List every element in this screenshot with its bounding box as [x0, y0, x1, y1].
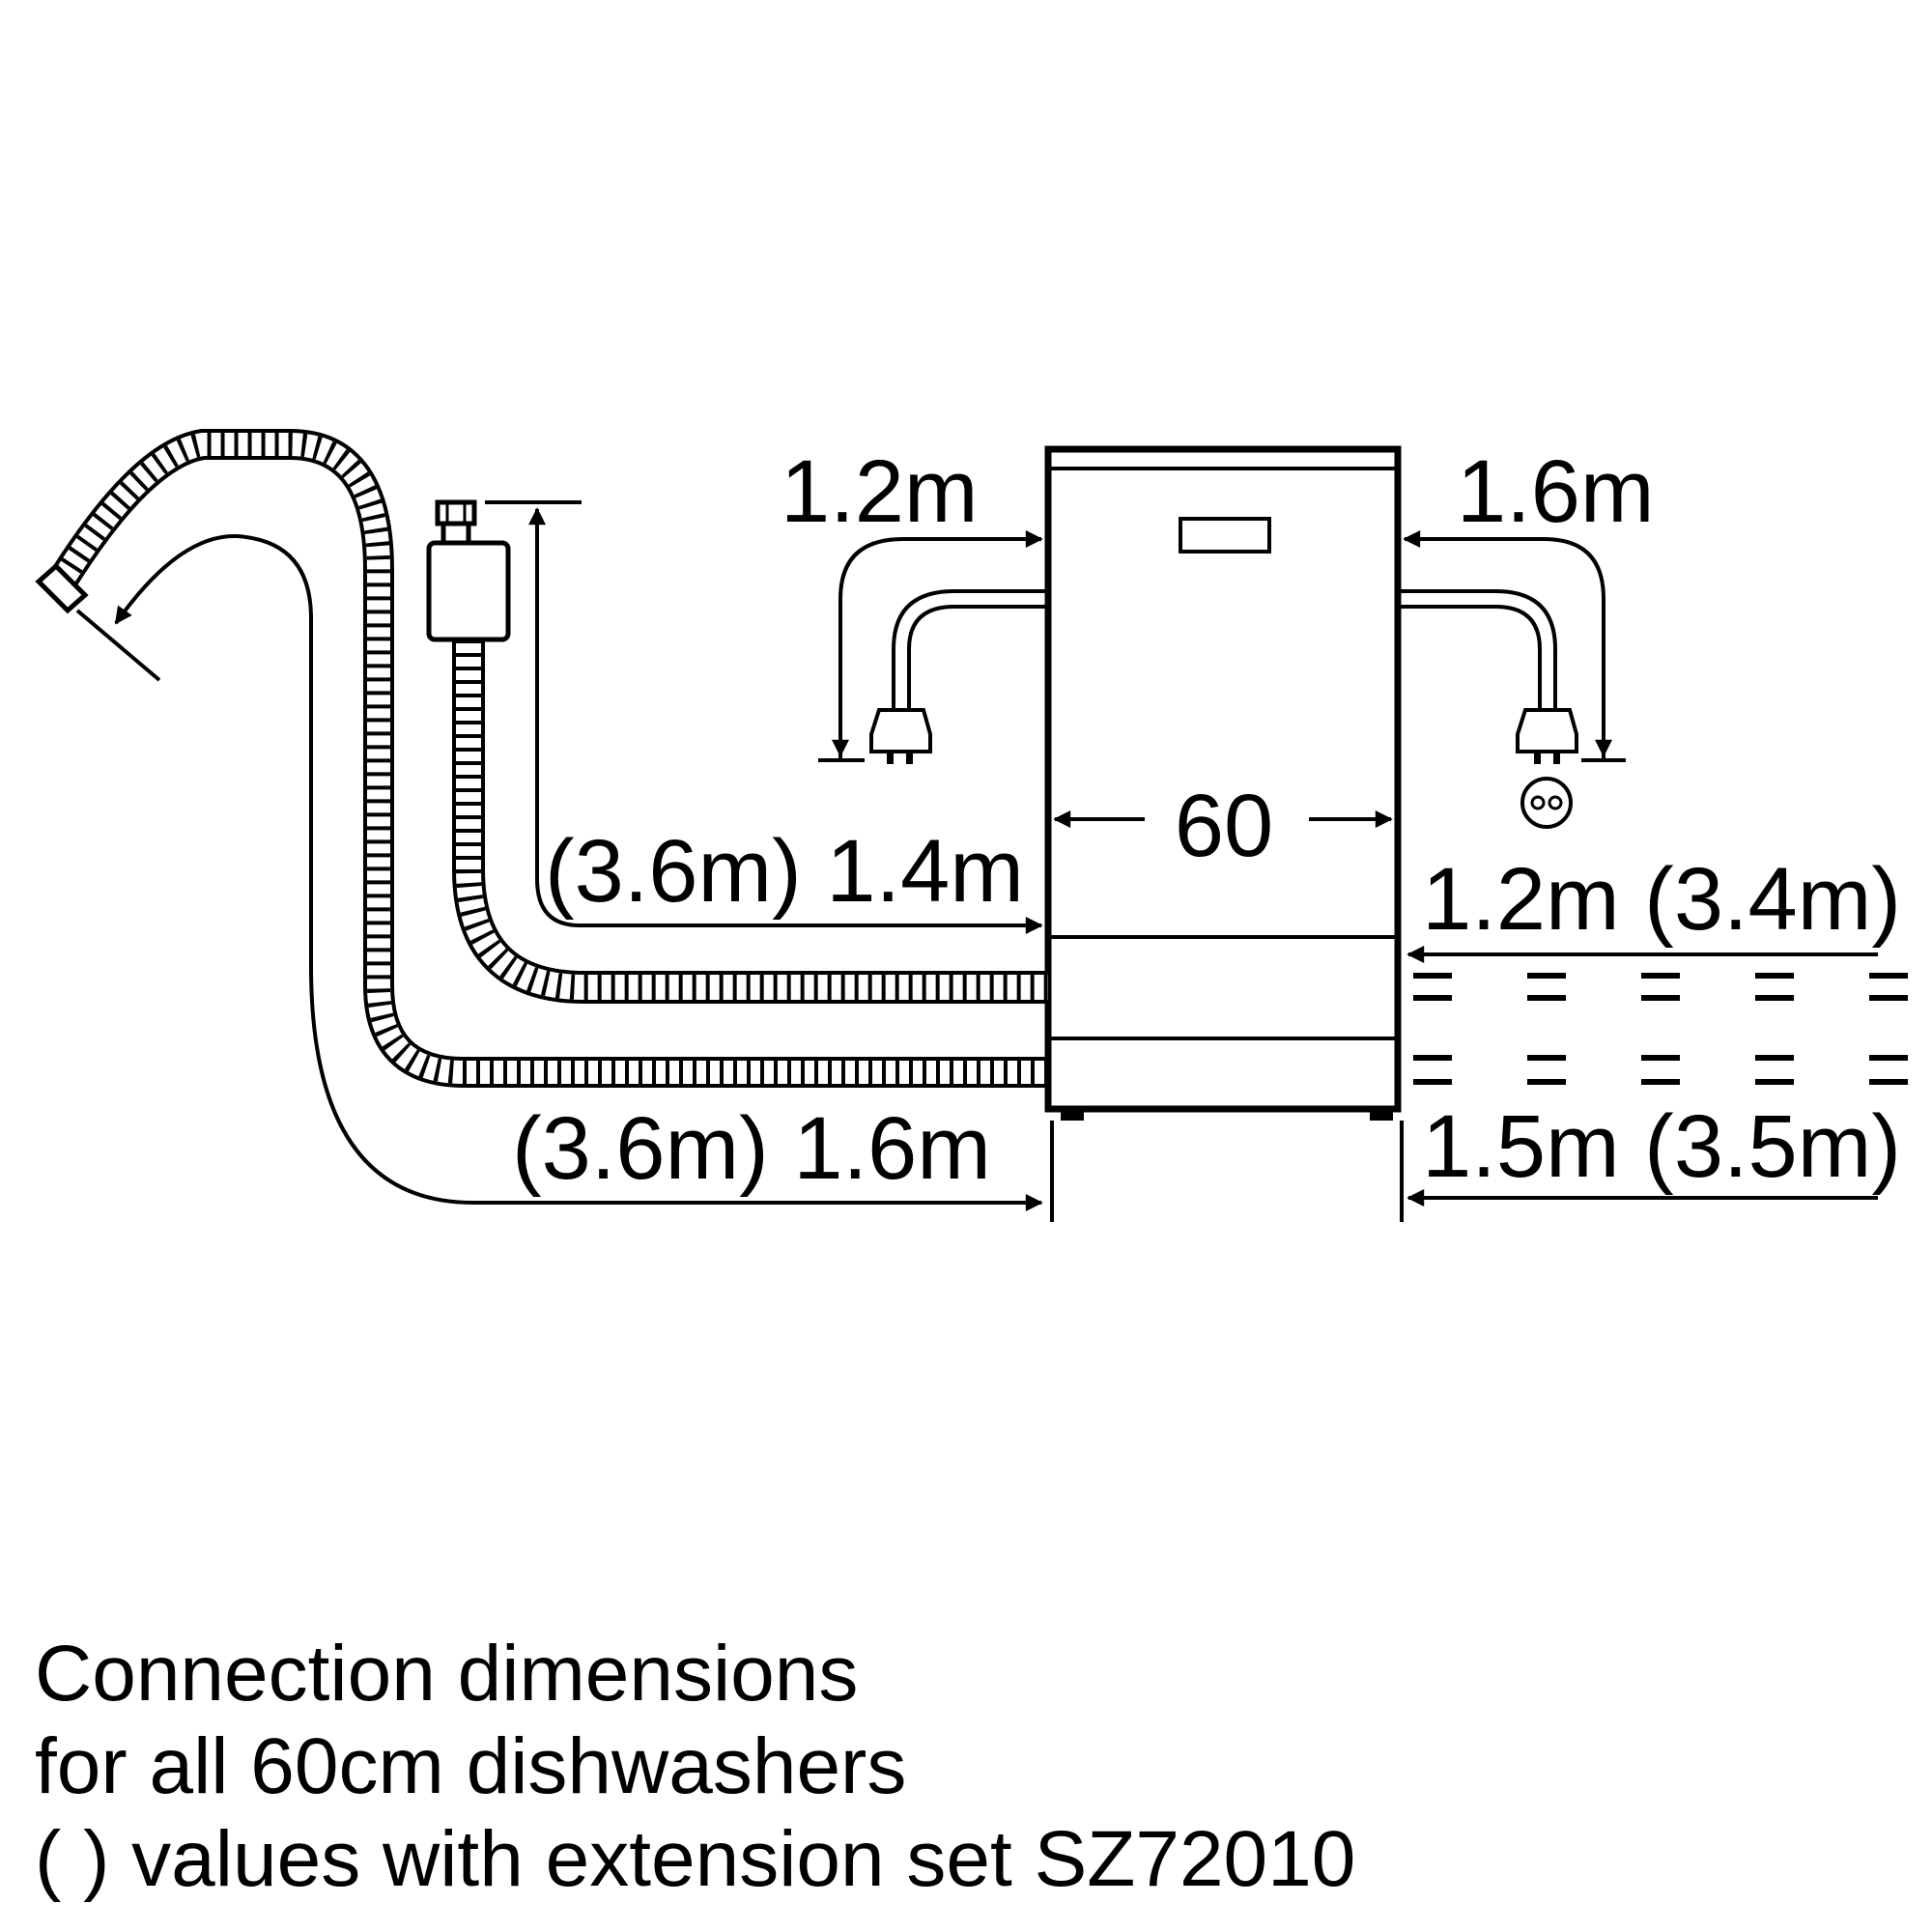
right-dimension-arrows [1406, 946, 1878, 1207]
dishwasher-icon [1044, 445, 1402, 1121]
left-plug-icon [869, 708, 932, 764]
caption-line-2: for all 60cm dishwashers [35, 1722, 907, 1810]
caption-line-1: Connection dimensions [35, 1630, 859, 1718]
aquastop-valve-icon [426, 499, 511, 642]
width-label: 60 [1175, 777, 1273, 875]
right-plug-icon [1516, 708, 1578, 764]
top-left-length-label: 1.2m [781, 442, 979, 541]
right-hose-dashed-lines [1413, 973, 1908, 1085]
right-cable-dimension-line [1403, 530, 1626, 762]
right-power-cable [1398, 589, 1557, 710]
side-extension-lines [1050, 1121, 1404, 1222]
left-power-cable [892, 589, 1048, 710]
drain-hose-dimension-line [75, 533, 1043, 1211]
inlet-hose-length-label: (3.6m) 1.4m [545, 822, 1024, 921]
caption: Connection dimensions for all 60cm dishw… [35, 1628, 1355, 1906]
top-right-length-label: 1.6m [1457, 442, 1655, 541]
socket-icon [1520, 777, 1573, 829]
inlet-hose [452, 639, 1048, 1004]
right-lower-length-label: 1.5m (3.5m) [1422, 1097, 1901, 1196]
right-upper-length-label: 1.2m (3.4m) [1422, 850, 1901, 949]
drain-hose-length-label: (3.6m) 1.6m [512, 1099, 991, 1198]
drain-hose-end-icon [35, 562, 89, 614]
caption-line-3: ( ) values with extension set SZ72010 [35, 1815, 1356, 1903]
